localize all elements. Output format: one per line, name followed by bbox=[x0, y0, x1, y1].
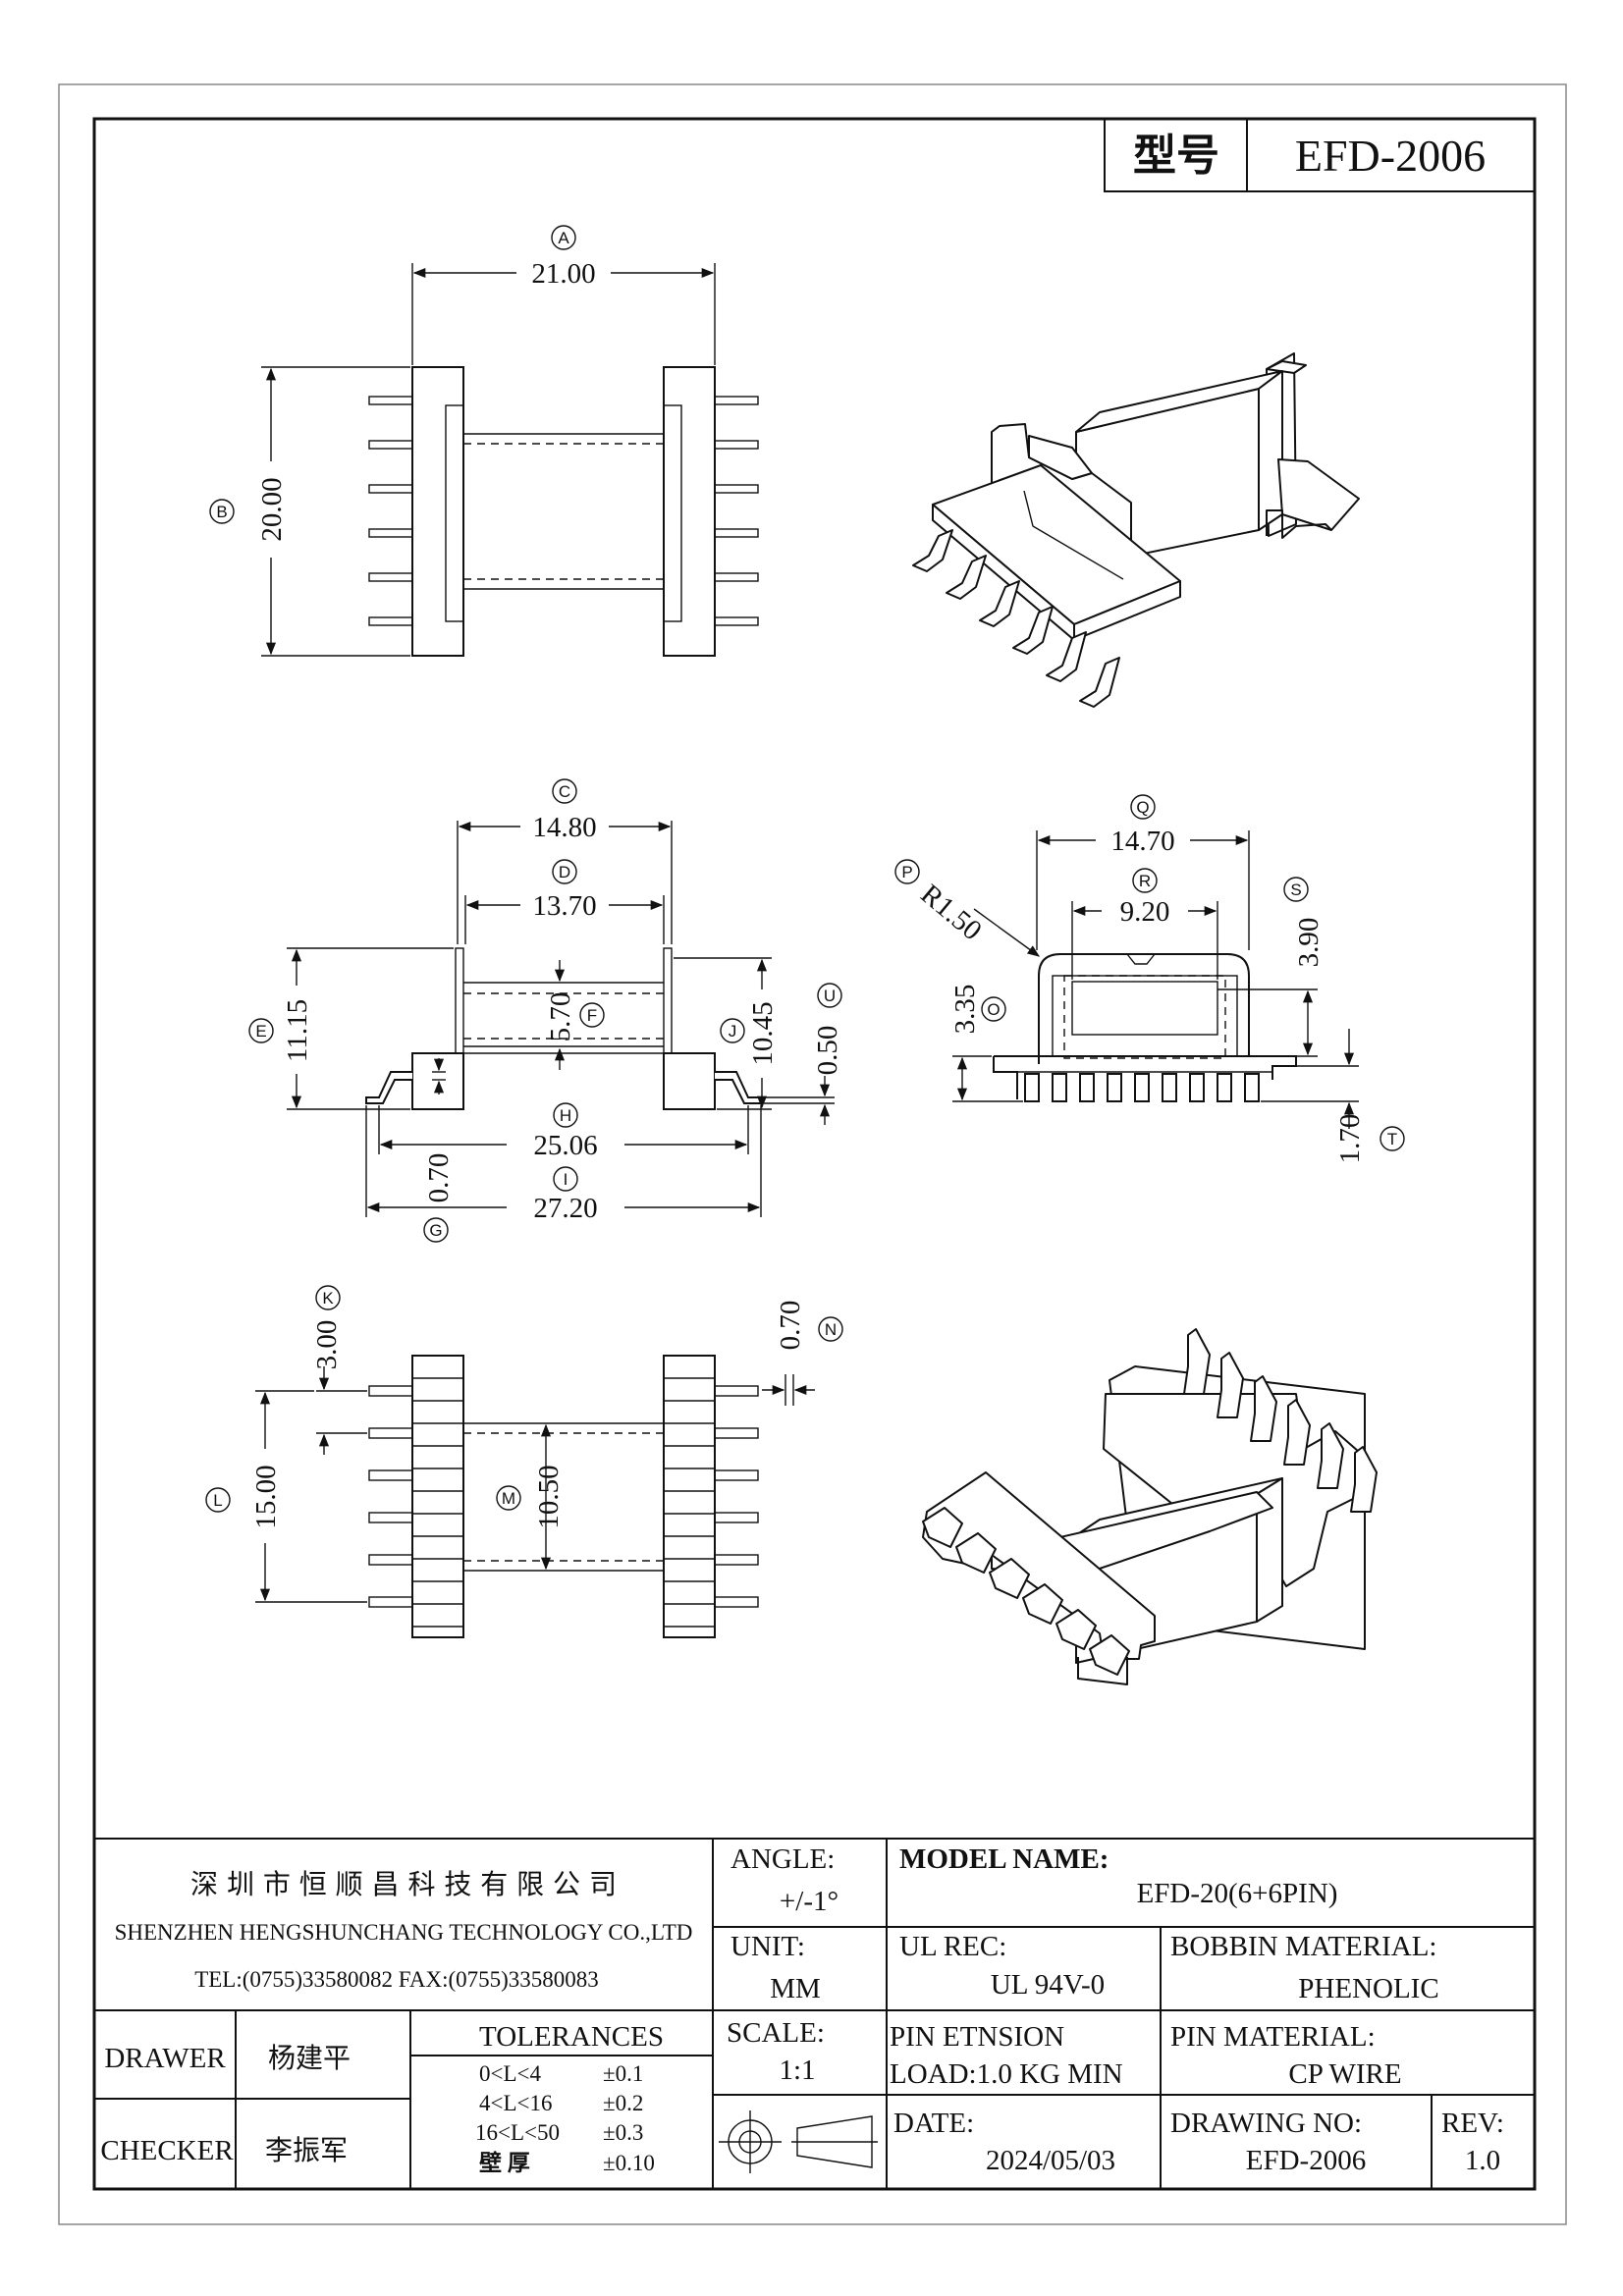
side-view: 14.70 Q 9.20 R 3.90 S 3.35 O 1.70 T bbox=[894, 794, 1405, 1164]
scale-value: 1:1 bbox=[779, 2055, 815, 2086]
ul-rec-value: UL 94V-0 bbox=[991, 1969, 1105, 2001]
dim-p-letter: P bbox=[901, 863, 912, 881]
dim-q-value: 14.70 bbox=[1110, 826, 1174, 857]
dim-h-value: 25.06 bbox=[533, 1130, 597, 1161]
tolerance-range-1: 0<L<4 bbox=[479, 2061, 541, 2086]
dim-c-value: 14.80 bbox=[532, 812, 596, 843]
pin-tension-line1: PIN ETNSION bbox=[890, 2021, 1064, 2053]
unit-value: MM bbox=[770, 1973, 821, 2004]
title-block: 深 圳 市 恒 顺 昌 科 技 有 限 公 司 SHENZHEN HENGSHU… bbox=[94, 1838, 1535, 2189]
bottom-view: 3.00 K 15.00 L 10.50 M 0.70 N bbox=[205, 1285, 843, 1638]
model-name-label: MODEL NAME: bbox=[899, 1843, 1109, 1875]
company-name-cn: 深 圳 市 恒 顺 昌 科 技 有 限 公 司 bbox=[190, 1868, 617, 1900]
tolerance-range-4: 壁 厚 bbox=[479, 2150, 530, 2175]
dim-e-value: 11.15 bbox=[282, 999, 313, 1062]
dim-n-letter: N bbox=[825, 1320, 837, 1339]
tolerance-range-3: 16<L<50 bbox=[475, 2120, 560, 2145]
dim-i-letter: I bbox=[564, 1170, 568, 1189]
company-contact: TEL:(0755)33580082 FAX:(0755)33580083 bbox=[194, 1967, 599, 1992]
drawing-no-value: EFD-2006 bbox=[1246, 2145, 1366, 2176]
dim-j-value: 10.45 bbox=[747, 1001, 779, 1065]
dim-s-letter: S bbox=[1290, 881, 1301, 899]
drawer-name: 杨建平 bbox=[268, 2042, 351, 2074]
dim-j-letter: J bbox=[729, 1022, 737, 1041]
dim-s-value: 3.90 bbox=[1293, 918, 1325, 968]
unit-label: UNIT: bbox=[730, 1931, 805, 1962]
dim-b-value: 20.00 bbox=[256, 477, 288, 541]
dim-p-value: R1.50 bbox=[915, 879, 988, 947]
projection-symbol-icon bbox=[719, 2110, 878, 2173]
drawer-label: DRAWER bbox=[104, 2043, 226, 2074]
dim-u-value: 0.50 bbox=[812, 1026, 843, 1076]
bobbin-material-label: BOBBIN MATERIAL: bbox=[1170, 1931, 1436, 1962]
dim-a-value: 21.00 bbox=[531, 258, 595, 290]
dim-g-value: 0.70 bbox=[423, 1153, 455, 1203]
front-view: 14.80 C 13.70 D 11.15 E 5.70 F 10.45 J bbox=[248, 778, 843, 1243]
dim-r-letter: R bbox=[1139, 872, 1151, 890]
model-number: EFD-2006 bbox=[1295, 131, 1486, 181]
dim-n-value: 0.70 bbox=[775, 1301, 806, 1351]
checker-label: CHECKER bbox=[100, 2135, 234, 2166]
dim-o-letter: O bbox=[987, 1000, 1000, 1019]
dim-d-value: 13.70 bbox=[532, 890, 596, 922]
dim-i-value: 27.20 bbox=[533, 1193, 597, 1224]
tolerance-value-1: ±0.1 bbox=[603, 2061, 643, 2086]
scale-label: SCALE: bbox=[727, 2017, 825, 2049]
tolerance-range-2: 4<L<16 bbox=[479, 2091, 553, 2115]
dim-l-value: 15.00 bbox=[250, 1465, 282, 1528]
dim-g-letter: G bbox=[429, 1221, 442, 1240]
dim-b-letter: B bbox=[216, 503, 227, 521]
model-label: 型号 bbox=[1133, 131, 1219, 181]
date-value: 2024/05/03 bbox=[986, 2145, 1115, 2176]
angle-value: +/-1° bbox=[780, 1886, 839, 1917]
outer-frame bbox=[58, 83, 1567, 2225]
dim-d-letter: D bbox=[559, 863, 570, 881]
dim-k-value: 3.00 bbox=[311, 1320, 343, 1370]
checker-name: 李振军 bbox=[265, 2134, 348, 2166]
iso-view-top bbox=[912, 352, 1360, 708]
top-view: 21.00 A 20.00 B bbox=[209, 225, 759, 657]
dim-o-value: 3.35 bbox=[949, 985, 981, 1035]
dim-k-letter: K bbox=[322, 1289, 334, 1308]
tolerances-label: TOLERANCES bbox=[479, 2021, 664, 2053]
dim-r-value: 9.20 bbox=[1120, 896, 1170, 928]
dim-t-value: 1.70 bbox=[1334, 1114, 1366, 1164]
tolerance-value-3: ±0.3 bbox=[603, 2120, 643, 2145]
dim-m-letter: M bbox=[502, 1489, 515, 1508]
dim-u-letter: U bbox=[824, 987, 836, 1005]
pin-material-label: PIN MATERIAL: bbox=[1170, 2021, 1376, 2053]
ul-rec-label: UL REC: bbox=[899, 1931, 1006, 1962]
pin-tension-line2: LOAD:1.0 KG MIN bbox=[890, 2058, 1123, 2090]
dim-t-letter: T bbox=[1387, 1130, 1397, 1148]
model-name-value: EFD-20(6+6PIN) bbox=[1137, 1878, 1338, 1909]
dim-c-letter: C bbox=[559, 782, 570, 801]
tolerance-value-2: ±0.2 bbox=[603, 2091, 643, 2115]
drawing-no-label: DRAWING NO: bbox=[1170, 2108, 1362, 2139]
angle-label: ANGLE: bbox=[730, 1843, 835, 1875]
date-label: DATE: bbox=[893, 2108, 974, 2139]
iso-view-bottom bbox=[922, 1328, 1378, 1685]
model-header: 型号 EFD-2006 bbox=[1104, 118, 1536, 192]
dim-f-letter: F bbox=[587, 1006, 597, 1025]
pin-material-value: CP WIRE bbox=[1288, 2058, 1401, 2090]
dim-q-letter: Q bbox=[1136, 798, 1149, 817]
company-name-en: SHENZHEN HENGSHUNCHANG TECHNOLOGY CO.,LT… bbox=[115, 1920, 693, 1945]
inner-frame bbox=[92, 117, 1537, 2191]
dim-l-letter: L bbox=[213, 1491, 222, 1510]
dim-m-value: 10.50 bbox=[533, 1465, 565, 1528]
rev-value: 1.0 bbox=[1465, 2145, 1500, 2176]
rev-label: REV: bbox=[1441, 2108, 1504, 2139]
dim-h-letter: H bbox=[560, 1106, 571, 1125]
dim-e-letter: E bbox=[255, 1022, 266, 1041]
tolerance-value-4: ±0.10 bbox=[603, 2151, 655, 2175]
dim-f-value: 5.70 bbox=[545, 992, 576, 1042]
dim-a-letter: A bbox=[558, 229, 569, 247]
bobbin-material-value: PHENOLIC bbox=[1298, 1973, 1438, 2004]
